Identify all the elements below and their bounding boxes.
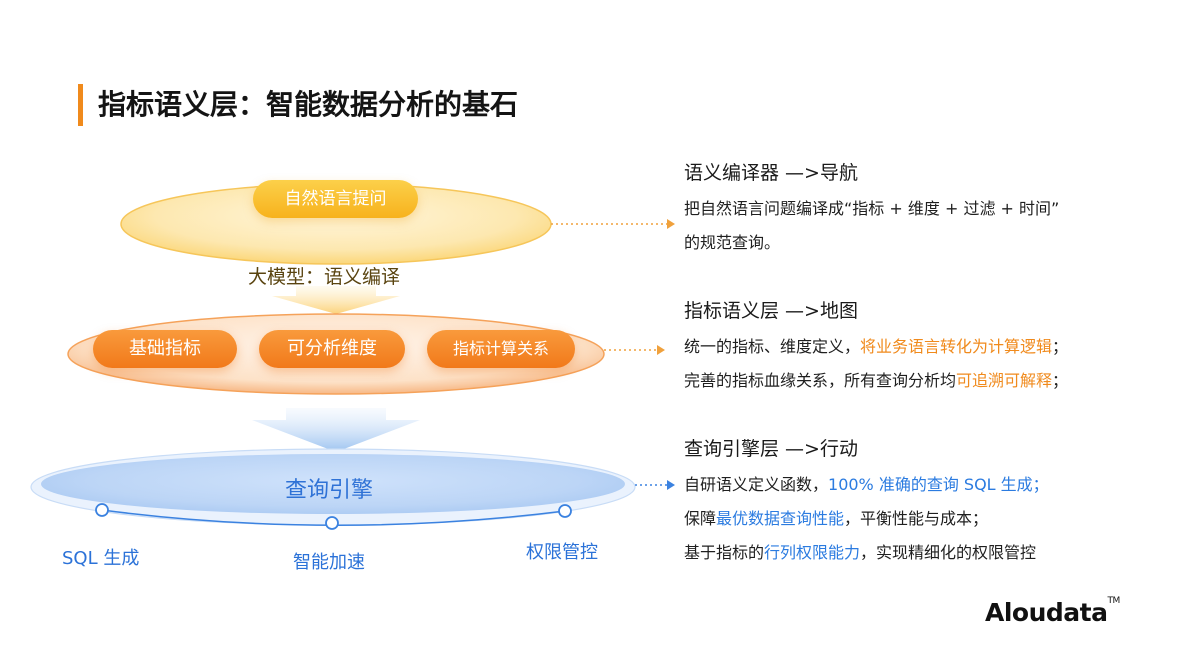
panel-semantic-compiler: 语义编译器 —>导航 把自然语言问题编译成“指标 + 维度 + 过滤 + 时间”… <box>684 158 1164 260</box>
panel-heading: 语义编译器 —>导航 <box>684 162 858 184</box>
panel-heading: 查询引擎层 —>行动 <box>684 438 858 460</box>
aloudata-logo: AloudataTM <box>985 596 1120 627</box>
cap-smart-acceleration: 智能加速 <box>293 552 365 573</box>
llm-compile-label: 大模型：语义编译 <box>248 266 401 288</box>
query-engine-label: 查询引擎 <box>285 478 374 503</box>
panel-line: 自研语义定义函数，100% 准确的查询 SQL 生成； <box>684 475 1049 494</box>
panel-line: 保障最优数据查询性能，平衡性能与成本； <box>684 509 989 528</box>
node-perm <box>558 504 572 518</box>
basic-metrics-pill: 基础指标 <box>93 330 237 368</box>
engine-layer-inner <box>41 454 625 514</box>
page-title: 指标语义层：智能数据分析的基石 <box>98 88 519 121</box>
panel-query-engine-layer: 查询引擎层 —>行动 自研语义定义函数，100% 准确的查询 SQL 生成； 保… <box>684 434 1164 570</box>
cap-permission-control: 权限管控 <box>526 542 598 563</box>
title-accent-bar <box>78 84 83 126</box>
panel-line: 基于指标的行列权限能力，实现精细化的权限管控 <box>684 543 1037 562</box>
cap-sql-generation: SQL 生成 <box>62 548 140 569</box>
panel-line: 完善的指标血缘关系，所有查询分析均可追溯可解释； <box>684 371 1069 390</box>
panel-line: 把自然语言问题编译成“指标 + 维度 + 过滤 + 时间” <box>684 199 1060 218</box>
connector-engine-arrowhead <box>667 480 675 490</box>
panel-metric-semantic-layer: 指标语义层 —>地图 统一的指标、维度定义，将业务语言转化为计算逻辑； 完善的指… <box>684 296 1164 398</box>
connector-semantic-arrowhead <box>657 345 665 355</box>
connector-question-arrowhead <box>667 219 675 229</box>
panel-line: 的规范查询。 <box>684 233 781 252</box>
dimensions-pill: 可分析维度 <box>259 330 405 368</box>
natural-language-question-pill: 自然语言提问 <box>253 180 418 218</box>
down-arrow-yellow <box>272 286 400 314</box>
down-arrow-blue <box>252 408 420 452</box>
metric-relations-pill: 指标计算关系 <box>427 330 575 368</box>
node-sql <box>95 503 109 517</box>
panel-line: 统一的指标、维度定义，将业务语言转化为计算逻辑； <box>684 337 1069 356</box>
panel-heading: 指标语义层 —>地图 <box>684 300 858 322</box>
node-accel <box>325 516 339 530</box>
